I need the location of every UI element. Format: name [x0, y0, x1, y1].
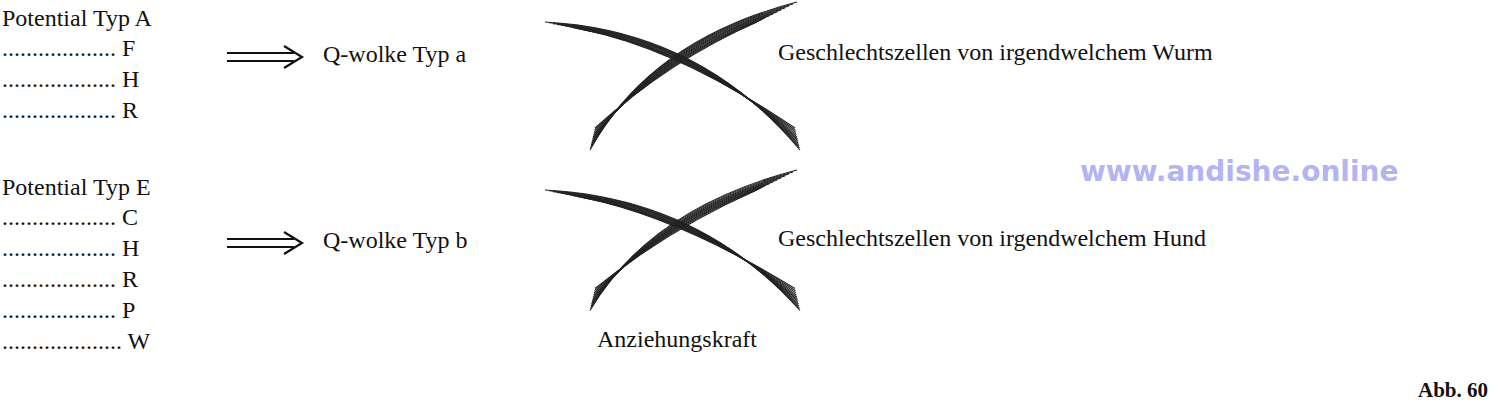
attraction-curves — [545, 2, 800, 150]
text-label: .................... W — [2, 327, 150, 355]
text-label: ................... H — [2, 65, 139, 93]
text-label: Q-wolke Typ b — [323, 226, 468, 254]
text-label: Geschlechtszellen von irgendwelchem Wurm — [778, 38, 1213, 66]
text-label: ................... R — [2, 265, 138, 293]
text-label: Anziehungskraft — [597, 325, 757, 353]
figure-number: Abb. 60 — [1418, 376, 1488, 404]
text-label: ................... R — [2, 96, 138, 124]
double-arrow — [227, 232, 302, 254]
watermark: www.andishe.online — [1080, 158, 1398, 186]
text-label: ................... F — [2, 34, 135, 62]
text-label: Potential Typ A — [2, 4, 152, 32]
text-label: ................... C — [2, 203, 138, 231]
text-label: Q-wolke Typ a — [323, 40, 466, 68]
text-label: ................... P — [2, 296, 135, 324]
text-label: Geschlechtszellen von irgendwelchem Hund — [778, 224, 1206, 252]
text-label: Potential Typ E — [2, 173, 151, 201]
attraction-curves — [545, 170, 800, 311]
double-arrow — [227, 46, 302, 68]
text-label: ................... H — [2, 234, 139, 262]
